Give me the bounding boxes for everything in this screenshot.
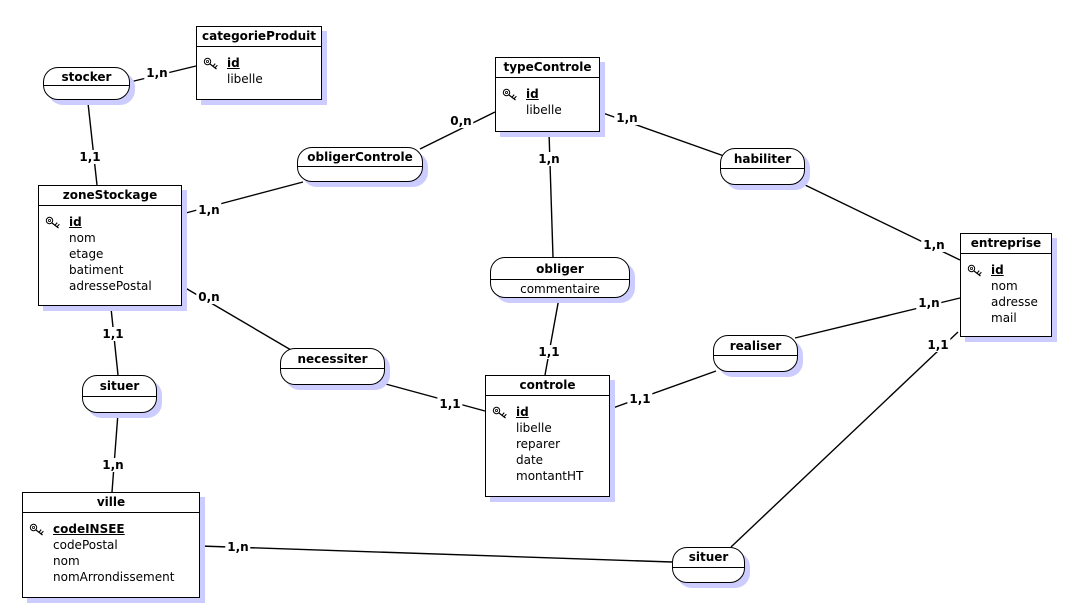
connector-line [199, 545, 673, 563]
cardinality-label[interactable]: 1,n [144, 66, 170, 80]
relationship-attribute: commentaire [520, 281, 600, 296]
entity-typeControle[interactable]: typeControle id libelle [495, 57, 600, 132]
key-attribute: id [227, 56, 240, 70]
entity-name: zoneStockage [39, 186, 181, 206]
cardinality-label[interactable]: 1,1 [627, 392, 653, 406]
cardinality-label[interactable]: 1,n [100, 458, 126, 472]
relationship-name: necessiter [281, 349, 384, 370]
cardinality-label[interactable]: 1,n [916, 296, 942, 310]
connector-line [548, 131, 554, 258]
attribute: nom [53, 554, 80, 568]
relationship-attribute [44, 86, 129, 99]
relationship-attribute [673, 568, 744, 582]
key-icon [492, 404, 509, 419]
entity-attributes: codeINSEE codePostal nom nomArrondisseme… [23, 513, 199, 585]
relationship-situer-zoneStockage-ville[interactable]: situer [82, 375, 157, 413]
attribute: mail [991, 311, 1017, 325]
attribute: libelle [227, 72, 263, 86]
key-attribute: id [69, 215, 82, 229]
cardinality-label[interactable]: 1,n [225, 540, 251, 554]
attribute: reparer [516, 437, 561, 451]
relationship-attribute [83, 397, 156, 412]
relationship-attribute [281, 369, 384, 384]
key-attribute: id [516, 405, 529, 419]
connector-line [110, 307, 119, 376]
entity-ville[interactable]: ville codeINSEE codePostal nom nomArrond… [22, 492, 200, 598]
connector-line [730, 331, 959, 548]
cardinality-label[interactable]: 0,n [196, 290, 222, 304]
attribute: nomArrondissement [53, 570, 175, 584]
relationship-attribute [714, 356, 797, 371]
cardinality-label[interactable]: 1,1 [437, 397, 463, 411]
cardinality-label[interactable]: 1,1 [77, 150, 103, 164]
entity-categorieProduit[interactable]: categorieProduit id libelle [196, 26, 322, 100]
entity-attributes: id nom adresse mail [961, 254, 1051, 326]
connector-line [381, 382, 486, 412]
attribute: nom [69, 231, 96, 245]
attribute: montantHT [516, 469, 584, 483]
relationship-necessiter[interactable]: necessiter [280, 348, 385, 385]
entity-name: categorieProduit [197, 27, 321, 47]
key-attribute: codeINSEE [53, 522, 125, 536]
entity-name: controle [486, 376, 609, 396]
relationship-name: stocker [44, 68, 129, 87]
relationship-obliger[interactable]: obliger commentaire [490, 257, 630, 298]
attribute: libelle [516, 421, 552, 435]
relationship-attribute [721, 169, 804, 184]
entity-name: ville [23, 493, 199, 513]
connector-line [87, 102, 98, 186]
key-icon [29, 521, 46, 536]
relationship-name: situer [673, 548, 744, 568]
attribute: codePostal [53, 538, 118, 552]
entity-name: typeControle [496, 58, 599, 78]
connector-line [544, 297, 560, 376]
attribute: etage [69, 247, 104, 261]
entity-attributes: id libelle reparer date montantHT [486, 396, 609, 484]
entity-name: entreprise [961, 234, 1051, 254]
attribute: adresse [991, 295, 1038, 309]
key-attribute: id [991, 263, 1004, 277]
cardinality-label[interactable]: 0,n [448, 114, 474, 128]
connector-line [419, 111, 496, 150]
relationship-name: situer [83, 376, 156, 397]
key-icon [45, 214, 62, 229]
cardinality-label[interactable]: 1,1 [925, 338, 951, 352]
attribute: date [516, 453, 544, 467]
entity-zoneStockage[interactable]: zoneStockage id nom etage batiment adres… [38, 185, 182, 306]
cardinality-label[interactable]: 1,n [614, 111, 640, 125]
entity-entreprise[interactable]: entreprise id nom adresse mail [960, 233, 1052, 337]
connector-line [609, 370, 717, 410]
relationship-stocker[interactable]: stocker [43, 67, 130, 100]
cardinality-label[interactable]: 1,1 [536, 345, 562, 359]
entity-controle[interactable]: controle id libelle reparer date montant… [485, 375, 610, 497]
attribute: libelle [526, 103, 562, 117]
relationship-name: obligerControle [298, 148, 422, 168]
relationship-habiliter[interactable]: habiliter [720, 148, 805, 185]
relationship-name: habiliter [721, 149, 804, 170]
cardinality-label[interactable]: 1,1 [100, 327, 126, 341]
key-attribute: id [526, 87, 539, 101]
relationship-situer-entreprise-ville[interactable]: situer [672, 547, 745, 583]
entity-attributes: id libelle [496, 78, 599, 118]
key-icon [502, 86, 519, 101]
cardinality-label[interactable]: 1,n [536, 152, 562, 166]
cardinality-label[interactable]: 1,n [196, 203, 222, 217]
attribute: nom [991, 279, 1018, 293]
cardinality-label[interactable]: 1,n [921, 238, 947, 252]
relationship-obligerControle[interactable]: obligerControle [297, 147, 423, 182]
connector-line [111, 412, 119, 493]
key-icon [203, 55, 220, 70]
entity-attributes: id libelle [197, 47, 321, 87]
relationship-name: realiser [714, 336, 797, 357]
relationship-name: obliger [491, 258, 629, 281]
attribute: batiment [69, 263, 124, 277]
relationship-attribute [298, 167, 422, 181]
entity-attributes: id nom etage batiment adressePostal [39, 206, 181, 294]
relationship-realiser[interactable]: realiser [713, 335, 798, 372]
attribute: adressePostal [69, 279, 152, 293]
key-icon [967, 262, 984, 277]
